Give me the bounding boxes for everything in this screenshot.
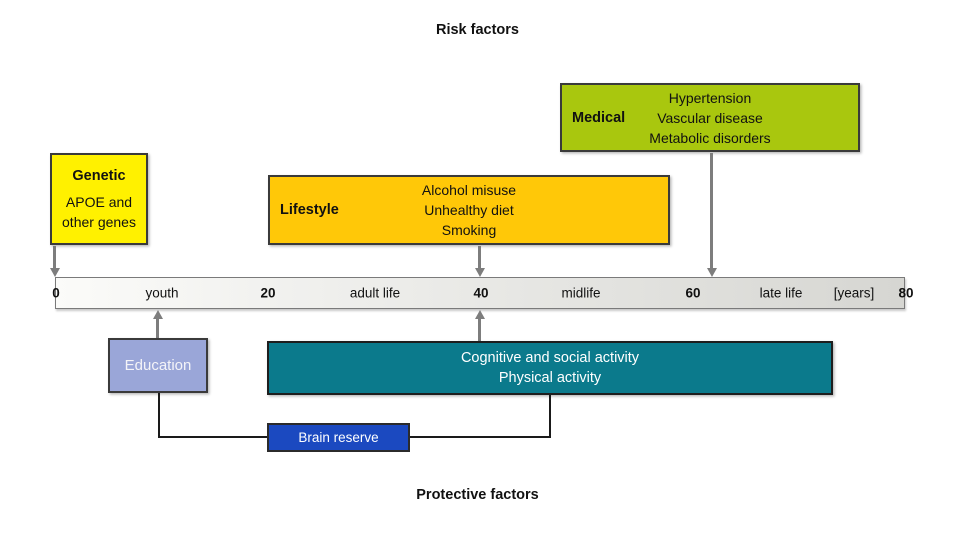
timeline-tick-60: 60 [685,285,701,301]
activity-up-arrow [474,310,485,341]
arrow-shaft [53,246,56,268]
timeline-tick-40: 40 [473,285,489,301]
medical-line-1: Hypertension [668,89,752,106]
arrowhead-up-icon [474,310,485,319]
lifestyle-label: Lifestyle [280,202,339,218]
timeline-label-midlife: midlife [561,285,601,301]
medical-label: Medical [572,109,626,126]
timeline-label-late-life: late life [759,285,803,301]
arrowhead-down-icon [474,268,485,277]
lifestyle-line-3: Smoking [441,222,497,238]
arrowhead-down-icon [49,268,60,277]
education-label: Education [124,357,192,374]
genetic-line-1: APOE and [65,194,133,210]
genetic-risk-box: Genetic APOE and other genes [50,153,148,245]
lifestyle-line-2: Unhealthy diet [424,202,514,218]
arrow-shaft [478,246,481,268]
timeline-label-adult-life: adult life [349,285,401,301]
risk-factors-title: Risk factors [435,22,519,38]
medical-down-arrow [706,153,717,277]
arrowhead-down-icon [706,268,717,277]
education-brainreserve-connector-vertical [157,393,160,437]
timeline-label-youth: youth [145,285,179,301]
activity-brainreserve-connector-horizontal [410,435,551,438]
medical-line-3: Metabolic disorders [649,129,771,146]
activity-brainreserve-connector-vertical [548,395,551,437]
activity-box: Cognitive and social activity Physical a… [267,341,833,395]
genetic-line-2: other genes [62,214,136,230]
protective-factors-title: Protective factors [416,487,539,503]
lifestyle-line-1: Alcohol misuse [421,182,517,198]
medical-risk-box: Medical Hypertension Vascular disease Me… [560,83,860,152]
timeline-tick-0: 0 [52,285,60,301]
activity-line-2: Physical activity [498,370,602,386]
timeline-unit-years: [years] [833,285,875,301]
timeline-tick-80: 80 [898,285,914,301]
arrow-shaft [156,319,159,338]
arrow-shaft [478,319,481,341]
genetic-label: Genetic [72,168,126,184]
timeline-tick-20: 20 [260,285,276,301]
education-box: Education [108,338,208,393]
education-up-arrow [152,310,163,338]
lifestyle-risk-box: Lifestyle Alcohol misuse Unhealthy diet … [268,175,670,245]
brain-reserve-box: Brain reserve [267,423,410,452]
arrowhead-up-icon [152,310,163,319]
lifestyle-down-arrow [474,246,485,277]
activity-line-1: Cognitive and social activity [460,350,640,366]
life-timeline-bar: 0 youth 20 adult life 40 midlife 60 late… [52,277,914,309]
medical-line-2: Vascular disease [657,109,763,126]
arrow-shaft [710,153,713,268]
genetic-down-arrow [49,246,60,277]
brain-reserve-label: Brain reserve [298,430,379,445]
education-brainreserve-connector-horizontal [157,435,268,438]
